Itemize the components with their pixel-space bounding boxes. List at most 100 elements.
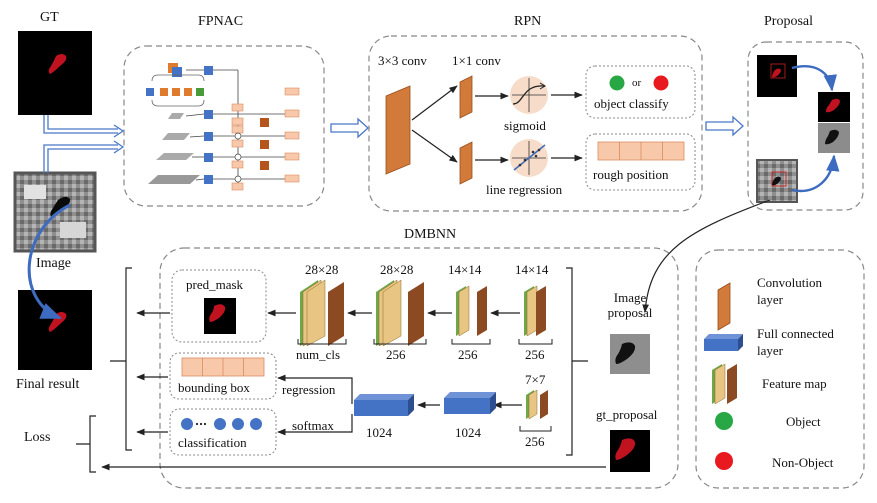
pred-mask-label: pred_mask bbox=[186, 277, 244, 292]
regression-label: regression bbox=[282, 382, 336, 397]
fc-layer-1 bbox=[444, 392, 496, 414]
bracket-256-b bbox=[451, 339, 491, 345]
image-to-final-arrow bbox=[27, 203, 71, 320]
bracket-256-c bbox=[518, 339, 553, 345]
legend-box bbox=[695, 249, 865, 489]
legend-convolution-label: Convolution layer bbox=[757, 275, 823, 307]
channel-label-5: 256 bbox=[525, 434, 545, 449]
proposal-crop-gray bbox=[818, 123, 850, 153]
line-regression-label: line regression bbox=[486, 182, 563, 197]
conv3-to-lower-arrow bbox=[411, 129, 458, 163]
size-label-3: 14×14 bbox=[448, 262, 482, 277]
legend-fc-icon bbox=[704, 334, 743, 351]
feature-map-14-b bbox=[456, 285, 487, 337]
input-bracket bbox=[566, 267, 588, 456]
proposal-crop-red bbox=[818, 92, 850, 122]
final-result-image bbox=[18, 290, 92, 370]
dmbnn-title: DMBNN bbox=[404, 227, 457, 242]
loss-label: Loss bbox=[24, 430, 51, 445]
conv3-to-upper-arrow bbox=[411, 85, 458, 121]
object-classify-label: object classify bbox=[594, 96, 669, 111]
fc-layer-2 bbox=[354, 394, 414, 416]
rpn-title: RPN bbox=[514, 14, 542, 29]
fc-to-class-arrow bbox=[277, 414, 353, 436]
legend-feature-map-label: Feature map bbox=[762, 376, 827, 391]
rough-position-label: rough position bbox=[593, 167, 669, 182]
proposal-gt-thumb bbox=[757, 55, 797, 97]
fc-label-2: 1024 bbox=[455, 425, 481, 440]
classification-box bbox=[169, 408, 277, 456]
channel-label-3: 256 bbox=[458, 347, 478, 362]
fc-to-bbox-arrow bbox=[277, 374, 353, 404]
final-bracket bbox=[110, 267, 132, 451]
proposal-box bbox=[747, 41, 864, 211]
conv1-label: 1×1 conv bbox=[452, 53, 501, 68]
bounding-box-label: bounding box bbox=[178, 380, 250, 395]
classification-dots bbox=[181, 418, 262, 430]
image-proposal-thumb bbox=[610, 334, 650, 374]
proposal-curve-bottom bbox=[791, 154, 840, 193]
gt-to-fpnac-arrow bbox=[43, 115, 125, 138]
non-object-red-dot bbox=[653, 75, 669, 91]
proposal-to-dmbnn-arrow bbox=[642, 199, 771, 313]
bracket-256-a bbox=[373, 339, 427, 345]
feature-map-14-a bbox=[524, 285, 546, 337]
feature-map-28-b bbox=[300, 279, 344, 347]
loss-bracket bbox=[76, 415, 96, 473]
rpn-conv1-lower bbox=[459, 141, 473, 185]
gt-proposal-label: gt_proposal bbox=[596, 407, 658, 422]
size-label-2: 28×28 bbox=[380, 262, 414, 277]
final-result-label: Final result bbox=[16, 377, 80, 392]
conv3-label: 3×3 conv bbox=[378, 53, 427, 68]
size-label-5: 7×7 bbox=[525, 372, 546, 387]
pred-mask-image bbox=[204, 298, 236, 334]
legend-non-object-dot bbox=[715, 452, 733, 470]
object-classify-box bbox=[585, 65, 696, 119]
rpn-conv3-block bbox=[385, 85, 411, 175]
channel-label-2: 256 bbox=[386, 347, 406, 362]
gt-image bbox=[18, 31, 92, 115]
rpn-to-proposal-arrow bbox=[705, 115, 744, 137]
gt-proposal-thumb bbox=[610, 430, 650, 472]
feature-map-28-a bbox=[376, 279, 424, 347]
legend-feature-icon bbox=[712, 363, 737, 405]
bbox-bar bbox=[181, 357, 265, 377]
feature-map-7 bbox=[526, 389, 548, 420]
fc-label-1: 1024 bbox=[366, 425, 392, 440]
proposal-image-thumb bbox=[756, 159, 798, 203]
line-regression-icon bbox=[510, 139, 548, 177]
sigmoid-label: sigmoid bbox=[504, 118, 546, 133]
bracket-numcls bbox=[297, 339, 347, 345]
size-label-1: 28×28 bbox=[305, 262, 339, 277]
bbox-box bbox=[169, 352, 277, 400]
fpnac-to-rpn-arrow bbox=[330, 117, 369, 139]
image-to-fpnac-arrow bbox=[43, 140, 125, 173]
object-green-dot bbox=[609, 75, 625, 91]
rpn-conv1-upper bbox=[459, 75, 473, 119]
legend-object-label: Object bbox=[786, 414, 821, 429]
legend-full-connected-label: Full connected layer bbox=[757, 326, 834, 358]
or-label: or bbox=[632, 77, 642, 89]
bracket-256-d bbox=[519, 426, 552, 432]
rough-position-bar bbox=[597, 141, 685, 161]
image-label: Image bbox=[36, 256, 71, 271]
rough-position-box bbox=[585, 133, 696, 191]
proposal-curve-top bbox=[791, 65, 837, 92]
rpn-box bbox=[368, 35, 703, 212]
channel-label-4: 256 bbox=[525, 347, 545, 362]
pred-mask-box bbox=[171, 269, 267, 343]
gt-label: GT bbox=[40, 10, 59, 25]
fpnac-network bbox=[146, 63, 300, 191]
classification-label: classification bbox=[178, 435, 247, 450]
sigmoid-icon bbox=[510, 76, 548, 114]
image-proposal-label: Image proposal bbox=[607, 290, 653, 320]
softmax-label: softmax bbox=[292, 418, 334, 433]
channel-label-1: num_cls bbox=[296, 347, 341, 362]
size-label-4: 14×14 bbox=[515, 262, 549, 277]
legend-non-object-label: Non-Object bbox=[772, 455, 834, 470]
proposal-title: Proposal bbox=[764, 14, 813, 29]
input-image bbox=[13, 171, 97, 253]
legend-object-dot bbox=[715, 412, 733, 430]
dmbnn-box bbox=[159, 247, 679, 489]
